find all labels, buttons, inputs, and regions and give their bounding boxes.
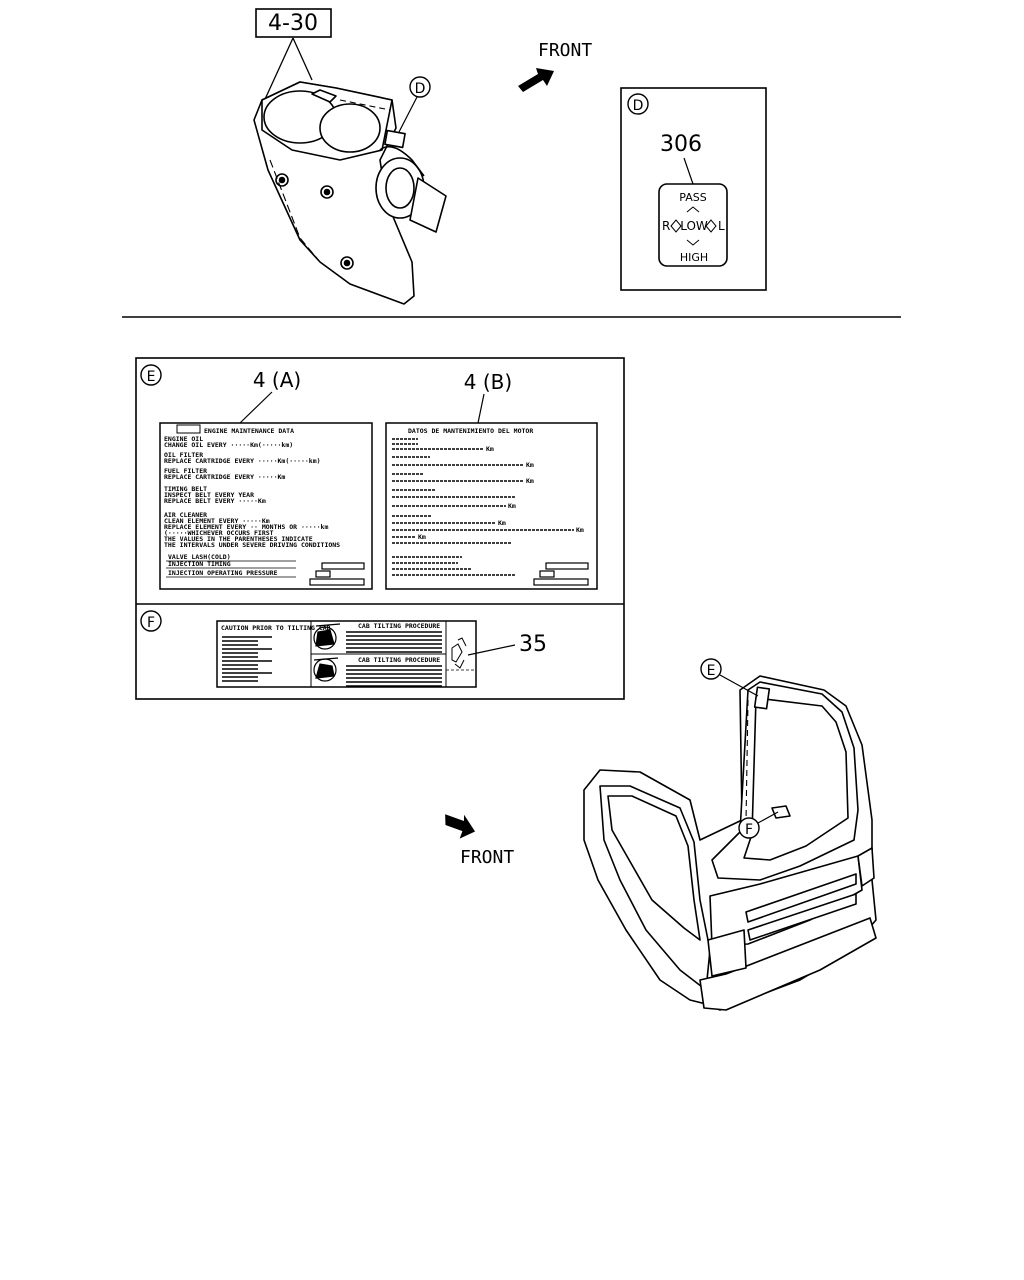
label-b-blocks	[533, 562, 589, 586]
label-b-km: Km	[486, 445, 494, 453]
cab-callout-e[interactable]: E	[700, 658, 759, 697]
label-a-line: THE INTERVALS UNDER SEVERE DRIVING CONDI…	[164, 541, 340, 549]
label-a-blocks	[309, 562, 365, 586]
label-a-line: CHANGE OIL EVERY ·····Km(·····km)	[164, 441, 293, 449]
cab-callout-f[interactable]: F	[738, 811, 779, 839]
label-b-km: Km	[576, 526, 584, 534]
detail-d-box: D 306 PASS R LOW L HIGH	[620, 87, 767, 291]
section-e-label: E	[147, 369, 156, 385]
cab-callout-e-label: E	[707, 663, 716, 679]
label-a-line: INJECTION OPERATING PRESSURE	[168, 569, 278, 577]
label-a-line: REPLACE BELT EVERY ·····Km	[164, 497, 266, 505]
label-b-km: Km	[508, 502, 516, 510]
labels-panel: E 4 (A) 4 (B) ENGINE MAINTENANCE DATA EN…	[135, 357, 625, 700]
switch-l-text: L	[718, 219, 725, 233]
section-e-marker	[140, 364, 162, 386]
label-f-sub-2: CAB TILTING PROCEDURE	[358, 656, 440, 664]
warning-figure-icon	[451, 637, 467, 669]
ref-box-4-30[interactable]: 4-30	[255, 8, 332, 38]
label-a-line: ENGINE OIL	[164, 435, 203, 443]
leader-line	[292, 37, 313, 81]
front-label-top: FRONT	[538, 40, 592, 61]
label-a-line: (·····WHICHEVER OCCURS FIRST	[164, 529, 274, 537]
front-arrow-icon	[445, 814, 476, 839]
front-arrow-icon	[518, 68, 554, 92]
leader-line	[467, 644, 516, 656]
label-a-line: REPLACE ELEMENT EVERY ·· MONTHS OR ·····…	[164, 523, 328, 531]
detail-d-label: D	[633, 98, 644, 114]
label-b-km: Km	[498, 519, 506, 527]
label-a-line: OIL FILTER	[164, 451, 203, 459]
label-a-line: REPLACE CARTRIDGE EVERY ·····Km(·····km)	[164, 457, 321, 465]
label-f-title: CAUTION PRIOR TO TILTING CAB	[221, 624, 331, 632]
label-a-line: VALVE LASH(COLD)	[168, 553, 231, 561]
label-a-line: AIR CLEANER	[164, 511, 207, 519]
label-f-text-lines	[222, 631, 442, 687]
leader-line	[477, 393, 485, 424]
label-a-line: TIMING BELT	[164, 485, 207, 493]
switch-low-text: LOW	[680, 219, 708, 233]
top-section: 4-30	[253, 8, 767, 305]
label-b-km: Km	[526, 477, 534, 485]
cab-tilt-caution-label: CAUTION PRIOR TO TILTING CAB CAB TILTING…	[216, 620, 477, 688]
label-b-km: Km	[526, 461, 534, 469]
section-f-label: F	[147, 615, 155, 631]
label-a-line: FUEL FILTER	[164, 467, 207, 475]
label-a-ref: 4 (A)	[253, 368, 301, 392]
leader-line	[683, 157, 694, 185]
cab-drawing	[583, 675, 877, 1011]
label-a-title: ENGINE MAINTENANCE DATA	[204, 427, 294, 435]
label-b-km: Km	[418, 533, 426, 541]
label-f-sub-1: CAB TILTING PROCEDURE	[358, 622, 440, 630]
callout-d[interactable]: D	[398, 76, 431, 133]
front-indicator-bottom: FRONT	[445, 814, 514, 868]
label-a-line: CLEAN ELEMENT EVERY ·····Km	[164, 517, 270, 525]
switch-r-text: R	[662, 219, 670, 233]
label-a-line: THE VALUES IN THE PARENTHESES INDICATE	[164, 535, 313, 543]
leader-line	[239, 391, 273, 424]
front-indicator-top: FRONT	[518, 40, 592, 92]
part-number-35: 35	[519, 632, 547, 657]
engine-maintenance-label-a: ENGINE MAINTENANCE DATA ENGINE OILCHANGE…	[159, 422, 373, 590]
leader-line	[260, 37, 294, 109]
switch-pass-text: PASS	[679, 191, 706, 204]
dimmer-switch-label: PASS R LOW L HIGH	[658, 183, 728, 267]
switch-high-text: HIGH	[680, 251, 708, 264]
label-a-line: REPLACE CARTRIDGE EVERY ·····Km	[164, 473, 285, 481]
callout-d-label: D	[415, 81, 426, 97]
section-f-marker	[140, 610, 162, 632]
part-number-306: 306	[660, 132, 702, 157]
cab-tilt-pictogram-icon	[313, 623, 341, 682]
column-cover-drawing	[253, 81, 447, 305]
label-a-line: INSPECT BELT EVERY YEAR	[164, 491, 254, 499]
front-label-bottom: FRONT	[460, 847, 514, 868]
engine-maintenance-label-b: DATOS DE MANTENIMIENTO DEL MOTOR KmKmKmK…	[385, 422, 598, 590]
cab-callout-f-label: F	[745, 822, 753, 838]
label-a-line: INJECTION TIMING	[168, 560, 231, 568]
ref-box-label: 4-30	[268, 11, 318, 36]
label-b-ref: 4 (B)	[464, 370, 512, 394]
label-b-title: DATOS DE MANTENIMIENTO DEL MOTOR	[408, 427, 533, 435]
